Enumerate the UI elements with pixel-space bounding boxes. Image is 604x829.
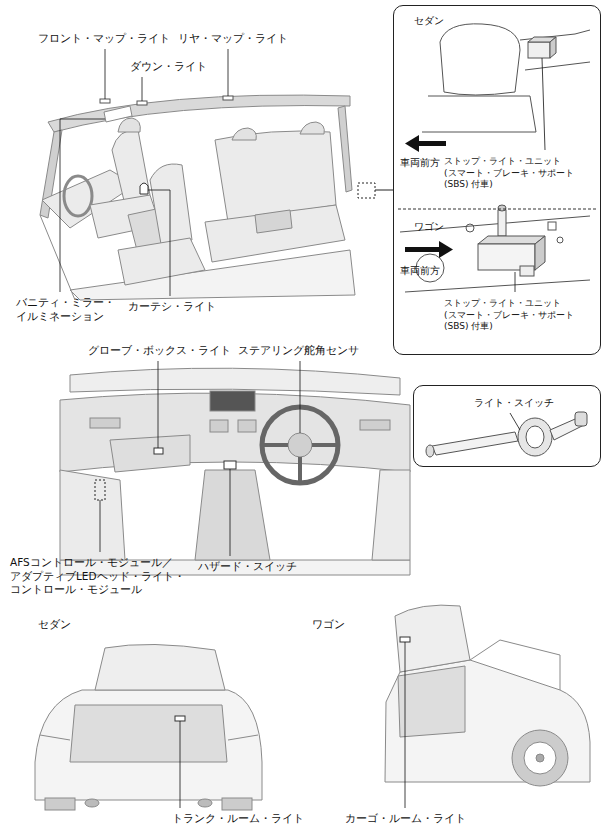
part-label: カーテシ・ライト <box>128 300 216 314</box>
inset-label: 車両前方 <box>400 264 440 277</box>
part-label: リヤ・マップ・ライト <box>178 32 288 46</box>
part-label: バニティ・ミラー・ イルミネーション <box>16 296 121 323</box>
part-label: トランク・ルーム・ライト <box>172 812 304 826</box>
inset-label: ストップ・ライト・ユニット (スマート・ブレーキ・サポート (SBS) 付車) <box>444 298 598 333</box>
part-label: ステアリング舵角センサ <box>238 344 359 358</box>
inset-box: セダン車両前方ストップ・ライト・ユニット (スマート・ブレーキ・サポート (SB… <box>393 5 601 355</box>
inset-label: ワゴン <box>414 220 444 233</box>
inset-label: ストップ・ライト・ユニット (スマート・ブレーキ・サポート (SBS) 付車) <box>444 156 598 191</box>
inset-label: セダン <box>414 14 444 27</box>
light-switch-illustration <box>426 412 587 457</box>
interior-illustration <box>40 95 355 300</box>
part-label: カーゴ・ルーム・ライト <box>345 812 466 826</box>
part-label: AFSコントロール・モジュール／ アダプティブLEDヘッド・ライト・ コントロー… <box>10 556 195 597</box>
part-label: セダン <box>38 618 71 632</box>
inset-label: 車両前方 <box>400 156 440 169</box>
inset-label: ライト・スイッチ <box>474 396 554 409</box>
sedan-rear-illustration <box>35 644 262 810</box>
part-label: ワゴン <box>312 618 345 632</box>
direction-arrow <box>405 135 453 258</box>
part-label: グローブ・ボックス・ライト <box>88 344 231 358</box>
wagon-rear-illustration <box>385 605 590 786</box>
part-label: ダウン・ライト <box>130 60 207 74</box>
part-label: フロント・マップ・ライト <box>38 32 170 46</box>
part-label: ハザード・スイッチ <box>198 560 297 574</box>
inset-box: ライト・スイッチ <box>413 385 601 467</box>
dashboard-illustration <box>60 368 410 575</box>
